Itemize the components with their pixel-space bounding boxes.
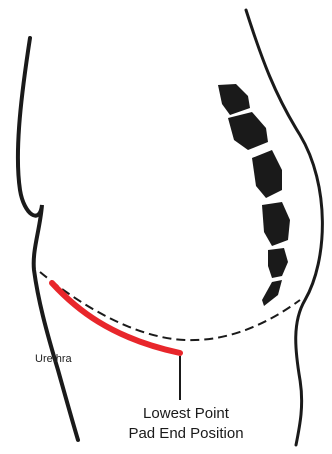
- vertebra-1: [218, 84, 250, 115]
- vertebra-3: [252, 150, 282, 198]
- abdomen-outline: [18, 38, 78, 440]
- urethra-label: Urethra: [35, 353, 72, 365]
- pad-end-annotation: Lowest Point Pad End Position: [96, 404, 276, 444]
- lowest-point-label: Lowest Point: [96, 404, 276, 424]
- vertebra-5: [268, 248, 288, 278]
- vertebra-4: [262, 202, 290, 246]
- sacrum-vertebrae-icon: [218, 84, 290, 306]
- pad-end-position-label: Pad End Position: [96, 424, 276, 444]
- coccyx-tip: [262, 280, 282, 306]
- pad-line: [52, 283, 180, 353]
- vertebra-2: [228, 112, 268, 150]
